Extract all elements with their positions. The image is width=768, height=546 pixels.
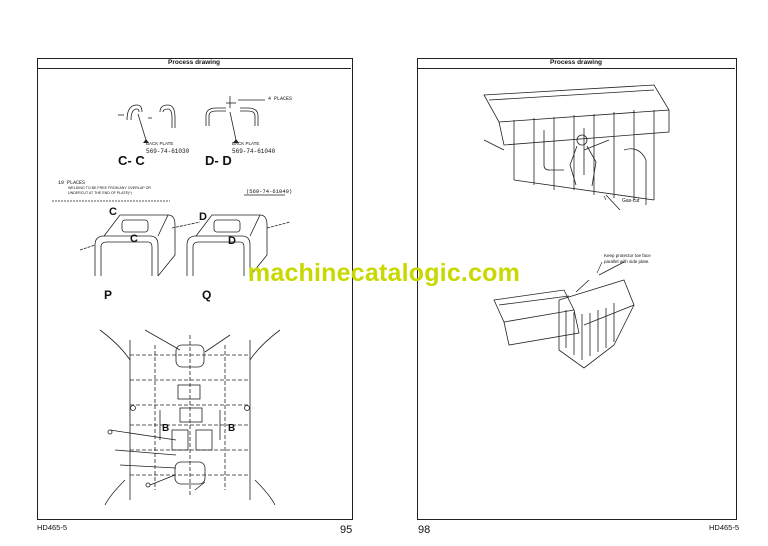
part-number-cc: 569-74-61030 xyxy=(146,148,190,155)
label-d-upper: D xyxy=(199,211,207,223)
left-page-header: Process drawing xyxy=(37,58,351,69)
label-b-left: B xyxy=(162,423,170,434)
label-q: Q xyxy=(202,288,212,302)
right-page-frame xyxy=(417,58,737,520)
right-page-number: 98 xyxy=(418,524,431,536)
four-places-label: 4 PLACES xyxy=(268,96,293,102)
left-page: Process drawing xyxy=(37,58,353,536)
left-model-name: HD465-5 xyxy=(37,523,68,532)
label-c-upper: C xyxy=(109,206,117,218)
back-plate-label-cc: BACK PLATE xyxy=(146,141,174,146)
right-model-name: HD465-5 xyxy=(709,523,740,532)
weld-note-line-1: WELDING TO BE FREE FROM ANY OVERLAP OR xyxy=(68,186,152,190)
section-cc-title: C- C xyxy=(118,153,145,168)
label-c-lower: C xyxy=(130,233,138,245)
weld-note-line-2: UNDERCUT AT THE END OF PLATE(*) xyxy=(68,191,132,195)
part-ref-q: (569-74-61040) xyxy=(246,188,293,195)
left-page-frame xyxy=(37,58,353,520)
label-b-right: B xyxy=(228,423,236,434)
gas-cut-label: Gas-cut xyxy=(622,198,640,204)
right-page: Process drawing xyxy=(384,0,768,546)
back-plate-label-dd: BACK PLATE xyxy=(232,141,260,146)
left-page-number: 95 xyxy=(340,524,353,536)
protector-note-line-2: parallel with side plate. xyxy=(604,259,650,264)
protector-note-line-1: Keep protector toe face xyxy=(604,253,651,258)
label-p: P xyxy=(104,288,113,302)
part-number-dd: 569-74-61040 xyxy=(232,148,276,155)
label-d-lower: D xyxy=(228,235,236,247)
watermark-text: machinecatalogic.com xyxy=(247,259,521,287)
right-page-header: Process drawing xyxy=(417,58,735,69)
ten-places-label: 10 PLACES xyxy=(58,180,86,186)
section-dd-title: D- D xyxy=(205,153,232,168)
right-page-drawing xyxy=(483,84,670,369)
left-page-drawing xyxy=(52,96,291,506)
